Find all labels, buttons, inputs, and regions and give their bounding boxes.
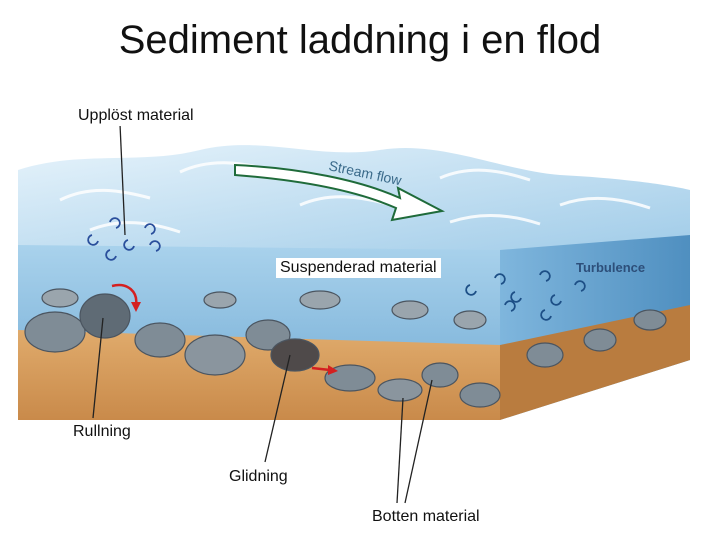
rolling-label: Rullning [69,422,135,442]
dissolved-material-label: Upplöst material [74,106,198,126]
suspended-material-label: Suspenderad material [276,258,441,278]
page-title: Sediment laddning i en flod [0,18,720,63]
sliding-label: Glidning [225,467,292,487]
turbulence-label: Turbulence [576,260,645,275]
bed-material-label: Botten material [368,507,484,527]
